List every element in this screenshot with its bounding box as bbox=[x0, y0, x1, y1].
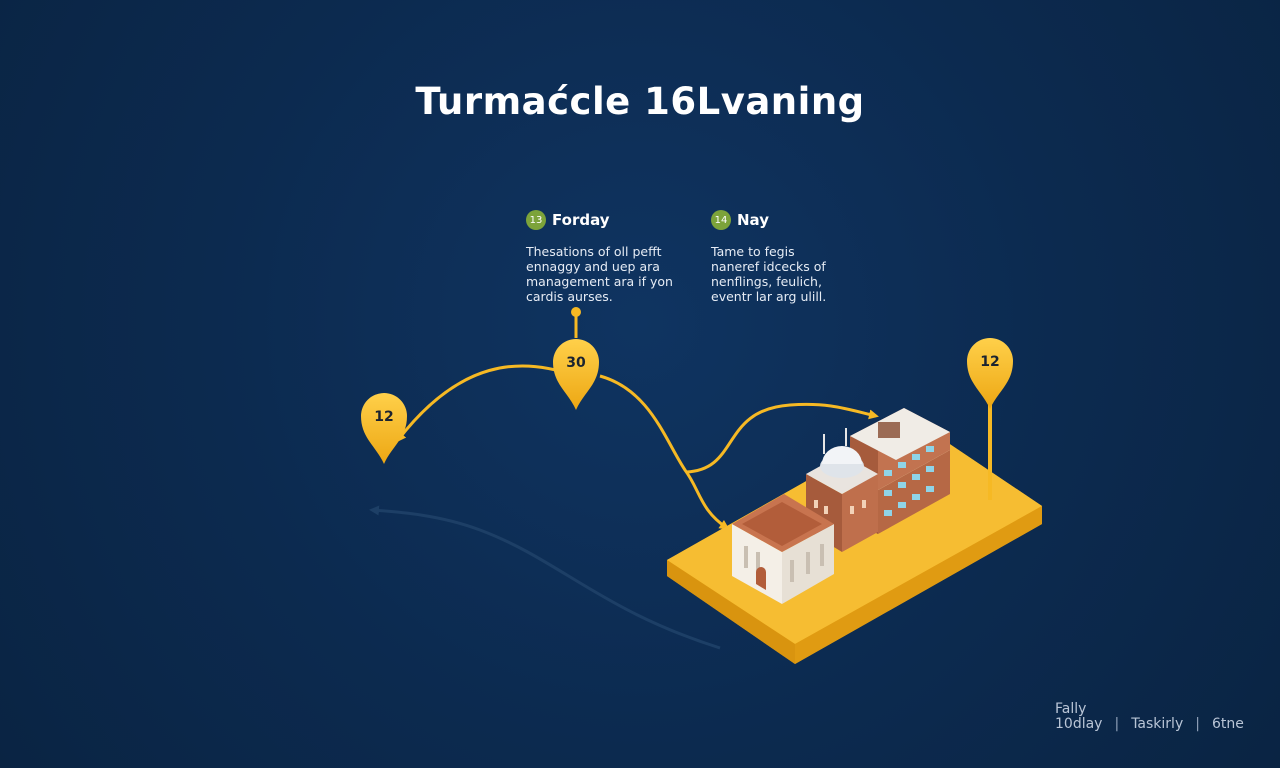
footer-caption: Fally 10dlay | Taskirly | 6tne bbox=[1055, 702, 1244, 732]
footer-item: 6tne bbox=[1211, 716, 1244, 732]
pin-label: 12 bbox=[980, 354, 999, 370]
footer-line: Fally bbox=[1055, 701, 1087, 717]
footer-row: 10dlay | Taskirly | 6tne bbox=[1055, 717, 1244, 732]
note-line: nenflings, feulich, bbox=[711, 274, 822, 289]
note-line: Thesations of oll pefft bbox=[526, 244, 662, 259]
pin-label: 12 bbox=[374, 409, 393, 425]
note-line: naneref idcecks of bbox=[711, 259, 826, 274]
note-forday: 13 Forday Thesations of oll pefft ennagg… bbox=[526, 210, 696, 304]
note-title: Nay bbox=[737, 211, 769, 229]
note-line: cardis aurses. bbox=[526, 289, 613, 304]
footer-separator: | bbox=[1195, 716, 1200, 732]
note-line: eventr lar arg ulill. bbox=[711, 289, 827, 304]
note-line: management ara if yon bbox=[526, 274, 673, 289]
page-title: Turmaćcle 16Lvaning bbox=[415, 80, 865, 123]
footer-item: 10dlay bbox=[1055, 716, 1103, 732]
note-body: Tame to fegis naneref idcecks of nenflin… bbox=[711, 244, 881, 304]
note-line: Tame to fegis bbox=[711, 244, 795, 259]
building-domed bbox=[806, 428, 878, 552]
route-arrow bbox=[599, 374, 730, 530]
note-nay: 14 Nay Tame to fegis naneref idcecks of … bbox=[711, 210, 881, 304]
note-line: ennaggy and uep ara bbox=[526, 259, 660, 274]
route-arrow bbox=[685, 402, 879, 474]
note-header: 13 Forday bbox=[526, 210, 696, 230]
map-pin-middle: 30 bbox=[553, 339, 599, 410]
note-badge: 13 bbox=[526, 210, 546, 230]
note-body: Thesations of oll pefft ennaggy and uep … bbox=[526, 244, 696, 304]
note-badge: 14 bbox=[711, 210, 731, 230]
footer-item: Taskirly bbox=[1131, 716, 1184, 732]
pin-stem-dot bbox=[571, 307, 581, 317]
map-pin-right: 12 bbox=[967, 338, 1013, 409]
note-title: Forday bbox=[552, 211, 610, 229]
pin-label: 30 bbox=[566, 355, 586, 371]
map-pin-left: 12 bbox=[361, 393, 407, 464]
footer-separator: | bbox=[1114, 716, 1120, 732]
shadow-route bbox=[369, 505, 721, 650]
building-classical bbox=[732, 494, 834, 604]
note-header: 14 Nay bbox=[711, 210, 881, 230]
route-arrow bbox=[396, 364, 577, 443]
